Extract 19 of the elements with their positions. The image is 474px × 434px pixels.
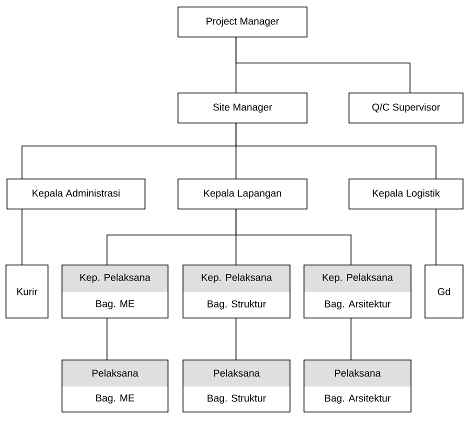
position-box: Pelaksana Bag. Struktur bbox=[182, 360, 290, 412]
position-box: Kep. Pelaksana Bag. Arsitektur bbox=[304, 264, 412, 318]
position-box: Kepala Lapangan bbox=[178, 178, 308, 210]
position-box: Project Manager bbox=[178, 6, 308, 38]
position-box: Gd bbox=[424, 264, 464, 318]
position-box: Site Manager bbox=[178, 92, 308, 124]
position-box: Q/C Supervisor bbox=[348, 92, 464, 124]
position-box: Kep. Pelaksana Bag. Struktur bbox=[182, 264, 290, 318]
position-box: Pelaksana Bag. ME bbox=[62, 360, 168, 412]
connector-line bbox=[350, 318, 352, 360]
connector-line bbox=[106, 318, 108, 360]
position-box: Kurir bbox=[6, 264, 48, 318]
position-box: Kepala Administrasi bbox=[6, 178, 146, 210]
position-box: Kep. Pelaksana Bag. ME bbox=[62, 264, 168, 318]
position-box: Kepala Logistik bbox=[348, 178, 464, 210]
connector-line bbox=[236, 122, 436, 180]
position-box: Pelaksana Bag. Arsitektur bbox=[304, 360, 412, 412]
connector-line bbox=[236, 208, 352, 266]
connector-line bbox=[236, 36, 410, 94]
